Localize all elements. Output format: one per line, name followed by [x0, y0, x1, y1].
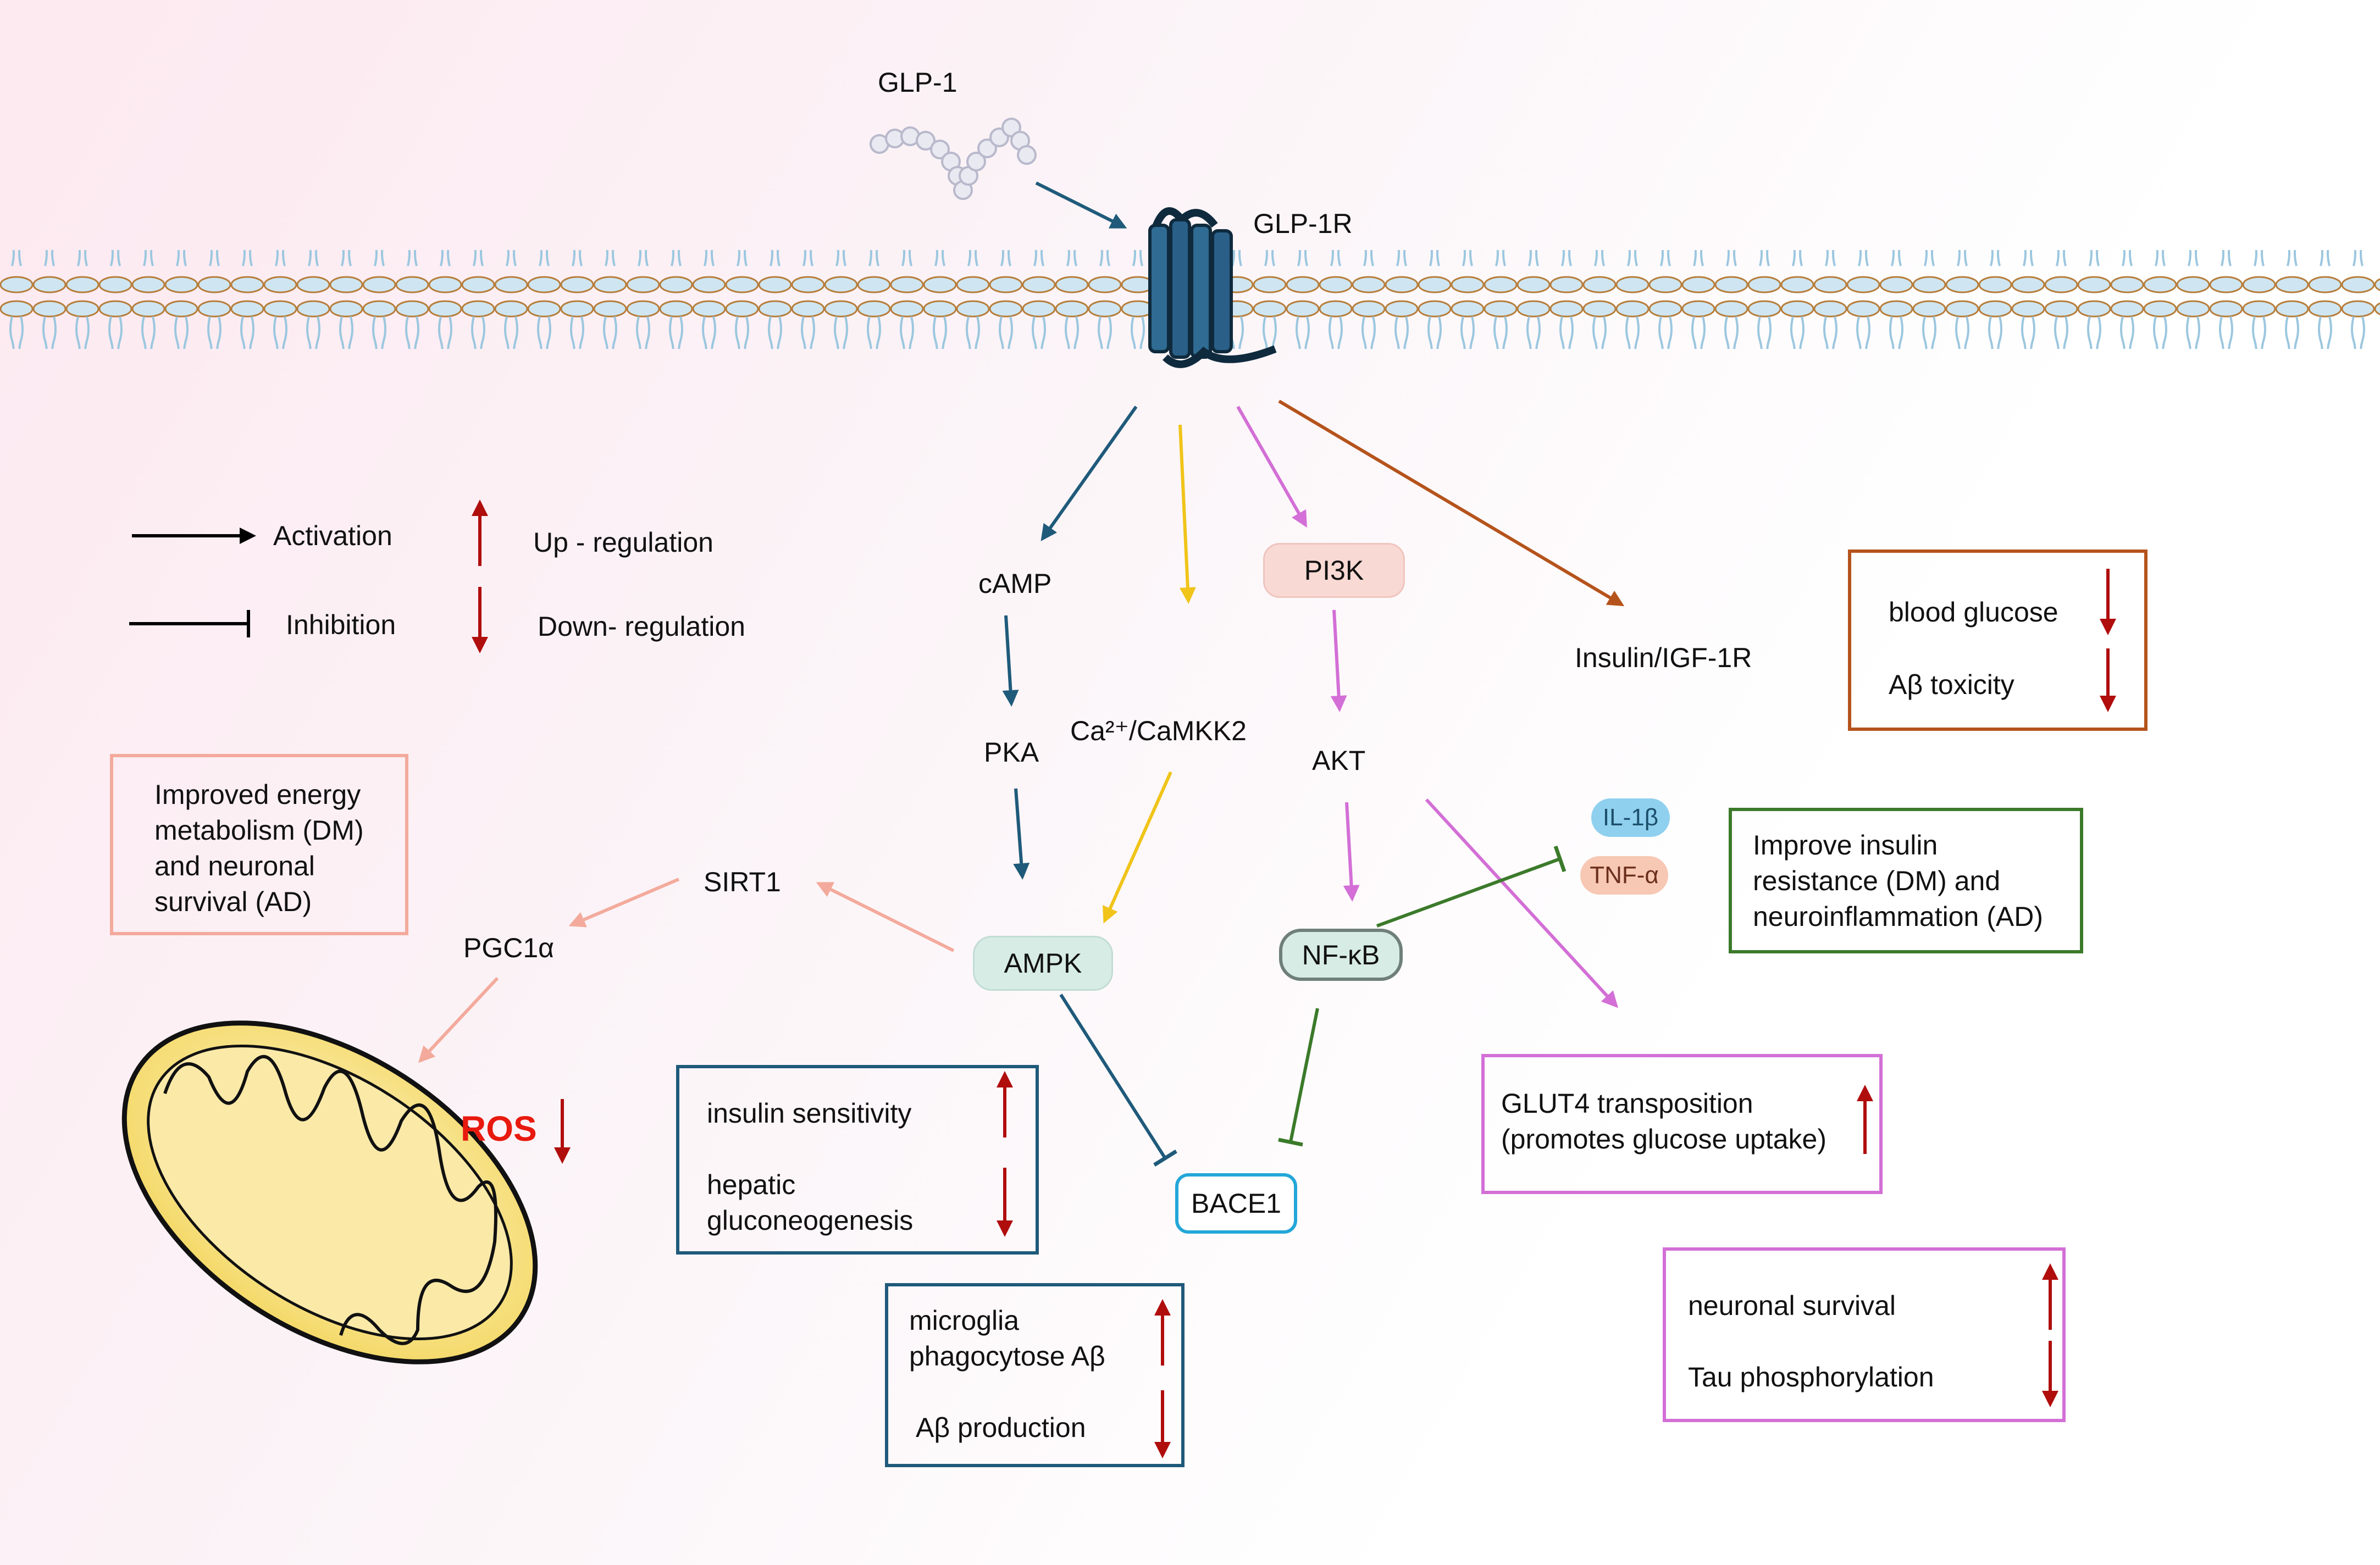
blood-glucose-box: blood glucose Aβ toxicity	[1848, 550, 2147, 731]
akt-label: AKT	[1312, 745, 1366, 776]
arrow-sirt1-to-pgc1a	[568, 878, 680, 928]
abeta-toxicity-text: Aβ toxicity	[1889, 669, 2014, 700]
insulin-resistance-text-3: neuroinflammation (AD)	[1753, 901, 2043, 932]
insulin-resistance-text-2: resistance (DM) and	[1753, 865, 2001, 896]
il1b-badge: IL-1β	[1591, 798, 1670, 837]
pgc1a-label: PGC1α	[463, 933, 555, 963]
glut4-box: GLUT4 transposition (promotes glucose up…	[1481, 1054, 1883, 1194]
microglia-text-2: phagocytose Aβ	[909, 1341, 1105, 1372]
legend-inhibition-arrow	[129, 610, 250, 637]
arrow-receptor-to-pi3k	[1236, 406, 1307, 528]
legend-down-label: Down- regulation	[538, 611, 745, 642]
glut4-text-2: (promotes glucose uptake)	[1501, 1124, 1826, 1155]
tau-phosphorylation-text: Tau phosphorylation	[1688, 1362, 1934, 1392]
legend-activation-label: Activation	[273, 520, 392, 551]
hepatic-text: hepatic	[707, 1169, 796, 1200]
arrow-akt-to-glut4	[1425, 798, 1619, 1008]
insulin-sensitivity-box: insulin sensitivity hepatic gluconeogene…	[676, 1065, 1039, 1255]
energy-text-4: survival (AD)	[154, 886, 312, 917]
insulin-sensitivity-text: insulin sensitivity	[707, 1098, 912, 1129]
glp1-peptide	[870, 118, 1037, 200]
arrow-receptor-to-ca	[1178, 424, 1196, 604]
inhibit-nfkb-bace1	[1278, 1008, 1319, 1147]
ros-label: ROS	[461, 1109, 537, 1148]
microglia-text-1: microglia	[909, 1305, 1020, 1336]
glp1r-label: GLP-1R	[1253, 208, 1353, 239]
pka-label: PKA	[984, 737, 1039, 768]
arrow-glp1-to-receptor	[1035, 181, 1127, 229]
glut4-text-1: GLUT4 transposition	[1501, 1088, 1753, 1119]
microglia-box: microglia phagocytose Aβ Aβ production	[885, 1283, 1185, 1467]
energy-text-2: metabolism (DM)	[154, 815, 364, 846]
arrow-pgc1a-to-mitochondria	[418, 976, 499, 1063]
energy-metabolism-box: Improved energy metabolism (DM) and neur…	[110, 754, 408, 935]
inhibit-nfkb-cytokines	[1376, 845, 1567, 928]
energy-text-1: Improved energy	[154, 779, 361, 810]
tnfa-badge: TNF-α	[1580, 856, 1668, 895]
legend-up-label: Up - regulation	[533, 527, 713, 558]
arrow-akt-to-nfkb	[1343, 802, 1360, 902]
arrow-ca-to-ampk	[1103, 771, 1172, 924]
nfkb-node: NF-κB	[1279, 929, 1403, 981]
arrow-pka-to-ampk	[1013, 788, 1030, 880]
ca-camkk2-label: Ca²⁺/CaMKK2	[1070, 715, 1247, 746]
arrow-pi3k-to-akt	[1330, 609, 1347, 712]
insulin-resistance-text-1: Improve insulin	[1753, 830, 1938, 861]
camp-label: cAMP	[978, 568, 1052, 599]
blood-glucose-text: blood glucose	[1889, 597, 2058, 628]
glp1r-receptor	[1148, 207, 1277, 368]
legend-inhibition-label: Inhibition	[286, 609, 396, 640]
ampk-node: AMPK	[973, 936, 1113, 991]
insulin-igf1r-label: Insulin/IGF-1R	[1575, 642, 1752, 673]
sirt1-label: SIRT1	[704, 867, 781, 897]
arrow-camp-to-pka	[1002, 615, 1019, 707]
arrow-receptor-to-insulin-igf1r	[1278, 399, 1625, 607]
neuronal-survival-box: neuronal survival Tau phosphorylation	[1663, 1247, 2066, 1422]
glp1-label: GLP-1	[878, 67, 957, 98]
inhibit-ampk-bace1	[1059, 994, 1177, 1167]
pi3k-node: PI3K	[1263, 543, 1405, 598]
abeta-production-text: Aβ production	[916, 1412, 1086, 1443]
arrow-receptor-to-camp	[1040, 406, 1138, 541]
bace1-node: BACE1	[1175, 1173, 1297, 1234]
neuronal-survival-text: neuronal survival	[1688, 1290, 1896, 1321]
gluconeogenesis-text: gluconeogenesis	[707, 1205, 914, 1236]
energy-text-3: and neuronal	[154, 851, 315, 881]
mitochondrion	[121, 1020, 538, 1364]
insulin-resistance-box: Improve insulin resistance (DM) and neur…	[1729, 808, 2083, 953]
arrow-ampk-to-sirt1	[816, 882, 955, 952]
